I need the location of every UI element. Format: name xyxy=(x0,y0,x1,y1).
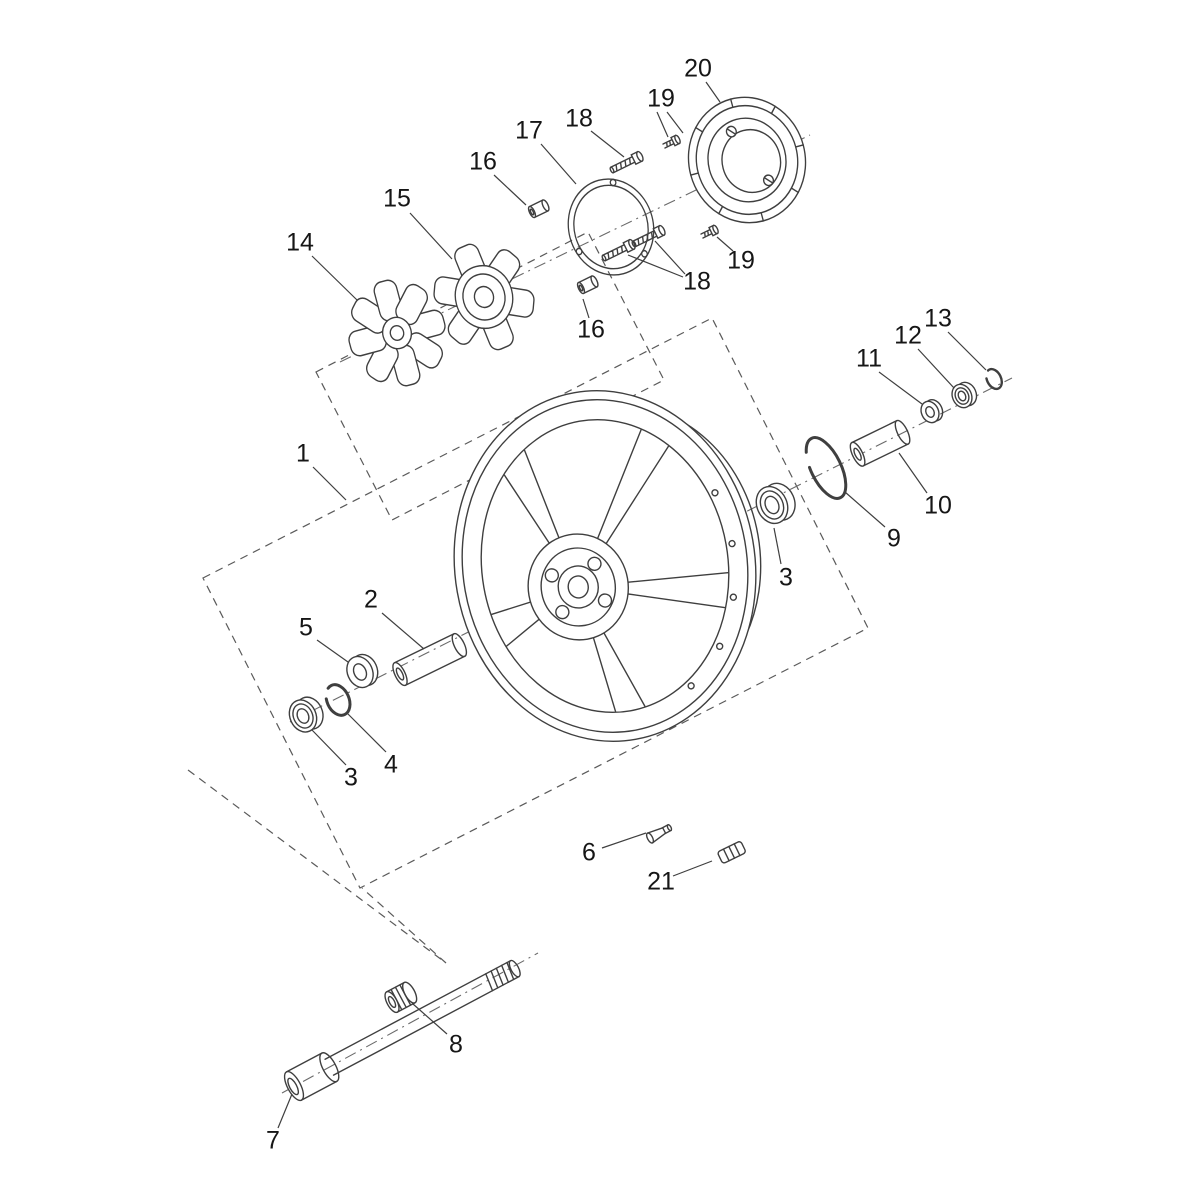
callout-14: 14 xyxy=(286,229,314,257)
bearing-3-right xyxy=(755,482,796,525)
leader-line-19 xyxy=(656,111,669,138)
leader-line-20 xyxy=(705,81,721,103)
leader-line-15 xyxy=(409,212,453,260)
spacer-16-bottom xyxy=(576,275,599,295)
rim-holes xyxy=(687,489,738,690)
callout-13: 13 xyxy=(924,305,952,333)
circlip-9 xyxy=(804,436,848,500)
axle-7 xyxy=(283,959,521,1102)
leader-line-21 xyxy=(672,860,713,877)
callout-2: 2 xyxy=(364,586,378,614)
callout-6: 6 xyxy=(582,839,596,867)
axle-spacer-8 xyxy=(384,981,418,1014)
rim-inner xyxy=(480,418,730,714)
callout-17: 17 xyxy=(515,117,543,145)
leader-line-5 xyxy=(316,639,349,663)
spacer-16-top xyxy=(527,199,550,219)
axis-line-axle xyxy=(281,952,539,1094)
leader-line-8 xyxy=(412,1003,448,1035)
callout-16: 16 xyxy=(577,316,605,344)
callout-8: 8 xyxy=(449,1031,463,1059)
leader-line-16 xyxy=(582,298,590,319)
callout-16: 16 xyxy=(469,148,497,176)
callout-5: 5 xyxy=(299,614,313,642)
circlip-4 xyxy=(324,683,352,717)
leader-line-16 xyxy=(493,174,527,206)
callout-3: 3 xyxy=(344,764,358,792)
dashed-connector-axle xyxy=(187,769,447,964)
leader-line-10 xyxy=(898,452,928,494)
spacer-tube-2 xyxy=(392,632,468,687)
callout-4: 4 xyxy=(384,751,398,779)
leader-line-14 xyxy=(311,255,358,301)
cush-drive-rubber-14 xyxy=(346,277,448,389)
valve-6 xyxy=(645,823,673,844)
callout-10: 10 xyxy=(924,492,952,520)
callout-11: 11 xyxy=(856,345,882,373)
leader-line-6 xyxy=(601,832,647,849)
retainer-ring-17 xyxy=(567,178,655,276)
leader-line-9 xyxy=(844,491,886,528)
callout-7: 7 xyxy=(266,1127,280,1155)
cush-drive-housing-20 xyxy=(687,96,807,224)
wheel-weight-21 xyxy=(717,841,746,864)
axis-line-upper-right xyxy=(639,377,1013,566)
leader-line-7 xyxy=(277,1093,293,1129)
leader-line-12 xyxy=(917,348,955,389)
leader-line-2 xyxy=(381,612,425,650)
leader-line-18 xyxy=(590,130,625,158)
callout-15: 15 xyxy=(383,185,411,213)
circlip-13 xyxy=(985,367,1003,391)
bearing-12 xyxy=(951,381,978,409)
callout-19: 19 xyxy=(647,85,675,113)
bearing-3-left xyxy=(288,696,324,733)
callout-9: 9 xyxy=(887,525,901,553)
callout-1: 1 xyxy=(296,440,310,468)
callout-20: 20 xyxy=(684,55,712,83)
leader-line-11 xyxy=(878,371,923,405)
leader-line-13 xyxy=(947,331,987,371)
leader-line-4 xyxy=(347,713,387,753)
leader-line-3 xyxy=(311,729,347,766)
callout-19: 19 xyxy=(727,247,755,275)
seal-5 xyxy=(346,653,379,689)
leader-line-18 xyxy=(627,254,684,278)
callout-12: 12 xyxy=(894,322,922,350)
leader-line-3 xyxy=(773,527,782,565)
callout-21: 21 xyxy=(647,868,675,896)
wheel-hub xyxy=(527,533,630,641)
leader-line-18 xyxy=(654,240,686,275)
leader-line-17 xyxy=(540,143,577,185)
rear-wheel xyxy=(453,390,762,742)
callout-18: 18 xyxy=(683,268,711,296)
washer-11 xyxy=(920,399,944,424)
callout-18: 18 xyxy=(565,105,593,133)
spacer-tube-10 xyxy=(849,419,911,467)
leader-line-19 xyxy=(666,111,684,134)
leader-line-19 xyxy=(716,236,734,252)
cush-drive-hub-15 xyxy=(432,240,536,354)
leader-line-1 xyxy=(312,466,347,501)
spokes xyxy=(491,429,729,712)
callout-3: 3 xyxy=(779,564,793,592)
